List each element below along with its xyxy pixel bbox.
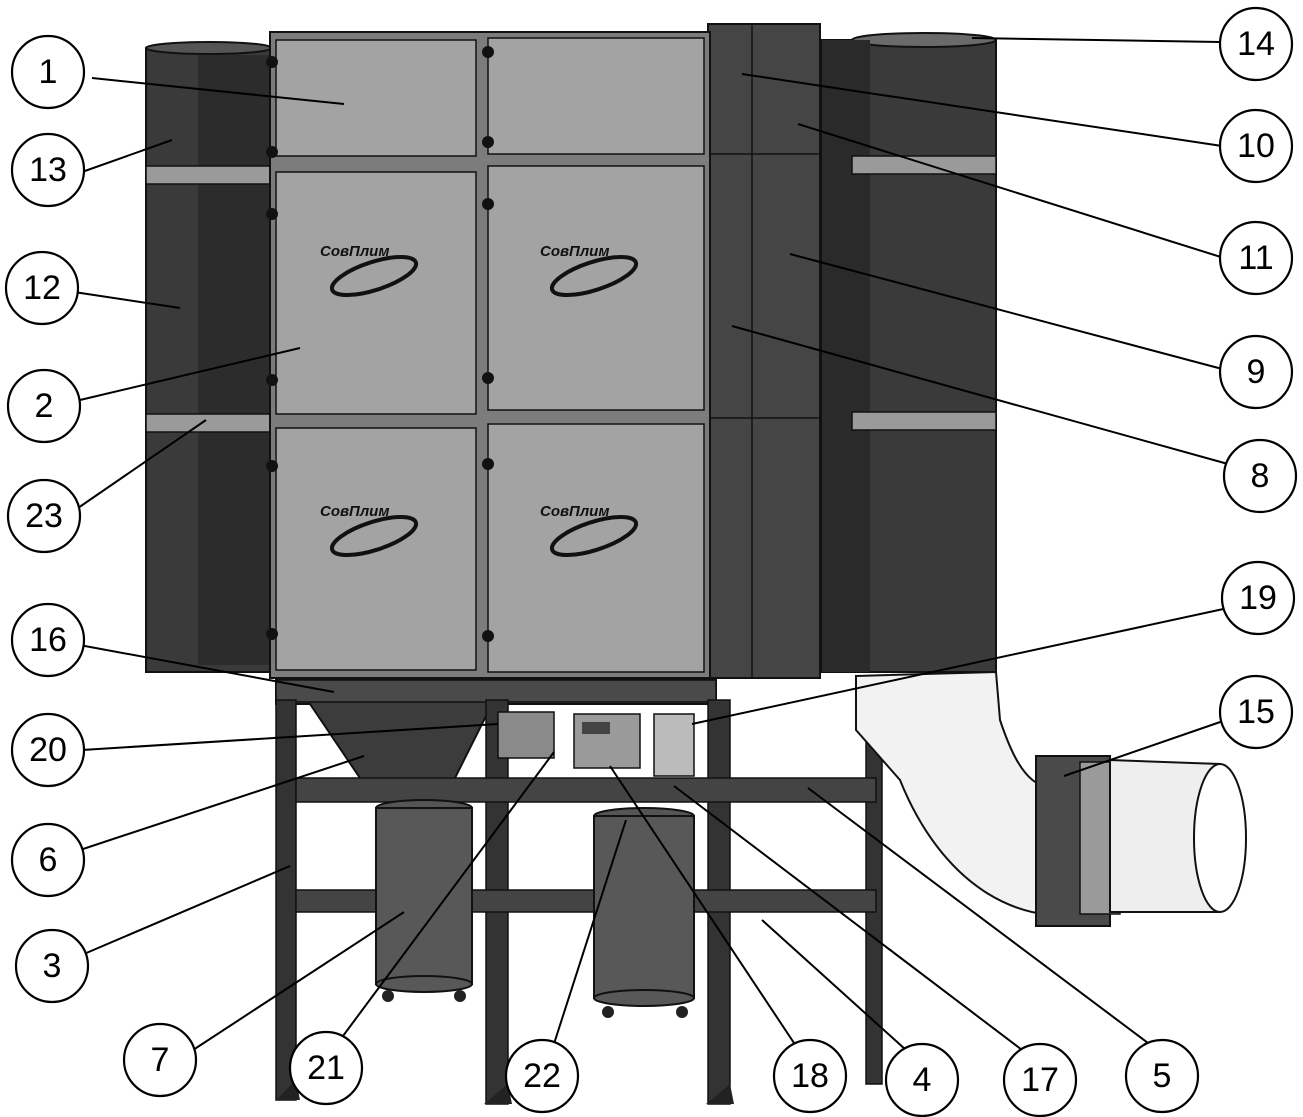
svg-text:13: 13 [29,151,67,189]
callout-5: 5 [1124,1038,1200,1114]
clamp-band-upper-left [145,165,273,185]
logo-mid-left: СовПлим [320,243,419,298]
callout-1: 1 [10,34,86,110]
logo-bottom-right: СовПлим [540,503,639,558]
callout-21: 21 [288,1030,364,1106]
svg-text:6: 6 [39,841,58,879]
svg-text:22: 22 [523,1057,561,1095]
callout-19: 19 [1220,560,1296,636]
callout-7: 7 [122,1022,198,1098]
callout-8: 8 [1222,438,1298,514]
logo-bottom-left: СовПлим [320,503,419,558]
housing-front [266,31,711,679]
svg-text:19: 19 [1239,579,1277,617]
svg-text:18: 18 [791,1057,829,1095]
dust-bins [375,799,695,1018]
svg-text:11: 11 [1238,239,1273,277]
right-filter-cylinder [821,32,997,673]
svg-text:9: 9 [1247,353,1266,391]
callouts: 1 13 12 2 23 16 20 6 3 7 21 22 18 4 17 5… [4,6,1298,1117]
control-box-small [497,711,555,759]
leader-lines [73,37,1229,1057]
svg-text:14: 14 [1237,25,1275,63]
callout-6: 6 [10,822,86,898]
dust-bin-right [593,807,695,1018]
callout-4: 4 [884,1042,960,1117]
callout-16: 16 [10,602,86,678]
callout-9: 9 [1218,334,1294,410]
air-preparation-unit [653,713,695,777]
callout-18: 18 [772,1038,848,1114]
svg-text:23: 23 [25,497,63,535]
filter-door-middle-left [275,171,477,415]
svg-text:3: 3 [43,947,62,985]
logo-text: СовПлим [320,503,389,520]
frame-leg-front-left [275,699,297,1101]
logo-text: СовПлим [320,243,389,260]
callout-15: 15 [1218,674,1294,750]
svg-text:20: 20 [29,731,67,769]
callout-10: 10 [1218,108,1294,184]
top-access-panel-left [275,39,477,157]
svg-text:16: 16 [29,621,67,659]
svg-text:21: 21 [307,1049,345,1087]
svg-text:17: 17 [1021,1061,1059,1099]
callout-3: 3 [14,928,90,1004]
frame-crossbar-upper [295,777,877,803]
control-units [497,711,695,777]
top-access-panel-right [487,37,705,155]
callout-22: 22 [504,1038,580,1114]
clamp-band-lower-left [145,413,273,433]
svg-text:1: 1 [39,53,58,91]
svg-text:5: 5 [1153,1057,1172,1095]
svg-text:10: 10 [1237,127,1275,165]
svg-text:12: 12 [23,269,61,307]
svg-text:8: 8 [1251,457,1270,495]
exhaust-duct [855,670,1247,927]
callout-23: 23 [6,478,82,554]
callout-14: 14 [1218,6,1294,82]
callout-12: 12 [4,250,80,326]
callout-17: 17 [1002,1042,1078,1117]
svg-text:2: 2 [35,387,54,425]
logo-text: СовПлим [540,503,609,520]
logo-mid-right: СовПлим [540,243,639,298]
clamp-band-lower-right [851,411,997,431]
logo-text: СовПлим [540,243,609,260]
callout-11: 11 [1218,220,1294,296]
callout-20: 20 [10,712,86,788]
brand-logos: СовПлим СовПлим СовПлим СовПлим [320,243,639,558]
callout-13: 13 [10,132,86,208]
svg-text:15: 15 [1237,693,1275,731]
housing-side-wall [707,23,821,679]
callout-2: 2 [6,368,82,444]
dust-bin-left [375,799,473,1002]
svg-text:7: 7 [151,1041,170,1079]
clamp-band-upper-right [851,155,997,175]
svg-text:4: 4 [913,1061,932,1099]
left-filter-cylinder [145,41,273,673]
